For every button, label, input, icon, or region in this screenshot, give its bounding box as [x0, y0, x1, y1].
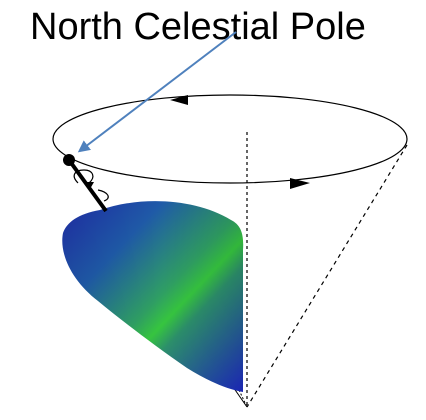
orbit-arrow-bottom — [290, 178, 310, 189]
title-pointer-arrow — [77, 31, 237, 153]
orbit-arrow-top — [170, 95, 188, 105]
diagram-title: North Celestial Pole — [30, 6, 366, 48]
earth-shading — [62, 201, 244, 392]
cone-edge-right — [246, 144, 408, 408]
spin-indicator-lower — [97, 189, 109, 202]
spin-indicator-arrow — [87, 182, 94, 189]
precession-orbit — [52, 94, 408, 184]
cone-bottom-link — [238, 389, 248, 408]
earth-axis — [67, 158, 108, 213]
north-pole-point — [63, 154, 75, 166]
spin-indicator — [73, 169, 94, 184]
